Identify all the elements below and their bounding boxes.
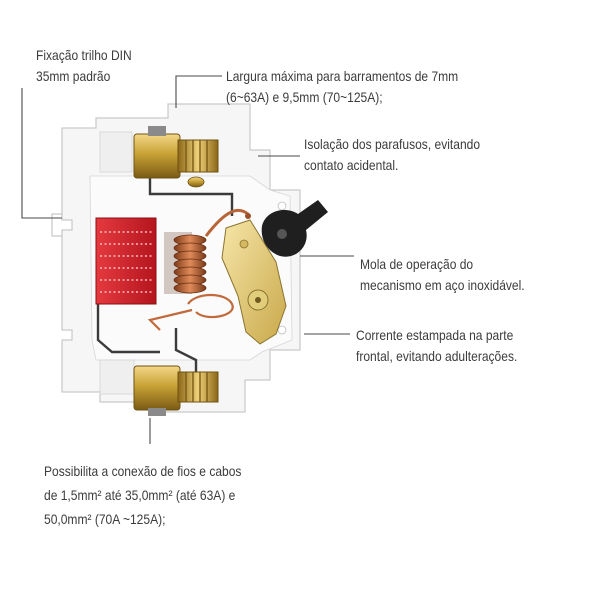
callout-wire-connection-line2: de 1,5mm² até 35,0mm² (até 63A) e bbox=[44, 483, 241, 507]
callout-busbar-width-line1: Largura máxima para barramentos de 7mm bbox=[226, 66, 458, 87]
leader-din-rail bbox=[22, 88, 62, 218]
callout-spring: Mola de operação do mecanismo em aço ino… bbox=[360, 254, 525, 296]
callout-din-rail: Fixação trilho DIN 35mm padrão bbox=[36, 45, 132, 87]
arc-chute bbox=[96, 218, 156, 304]
callout-stamped-current-line1: Corrente estampada na parte bbox=[356, 325, 517, 346]
callout-busbar-width: Largura máxima para barramentos de 7mm (… bbox=[226, 66, 458, 108]
callout-screw-insulation-line1: Isolação dos parafusos, evitando bbox=[304, 134, 480, 155]
callout-wire-connection-line3: 50,0mm² (70A ~125A); bbox=[44, 507, 241, 531]
callout-stamped-current: Corrente estampada na parte frontal, evi… bbox=[356, 325, 517, 367]
callout-screw-insulation-line2: contato acidental. bbox=[304, 155, 480, 176]
callout-wire-connection: Possibilita a conexão de fios e cabos de… bbox=[44, 459, 241, 531]
callout-busbar-width-line2: (6~63A) e 9,5mm (70~125A); bbox=[226, 87, 458, 108]
leader-busbar bbox=[176, 76, 222, 108]
callout-din-rail-line1: Fixação trilho DIN bbox=[36, 45, 132, 66]
callout-wire-connection-line1: Possibilita a conexão de fios e cabos bbox=[44, 459, 241, 483]
callout-din-rail-line2: 35mm padrão bbox=[36, 66, 132, 87]
callout-spring-line1: Mola de operação do bbox=[360, 254, 525, 275]
callout-screw-insulation: Isolação dos parafusos, evitando contato… bbox=[304, 134, 480, 176]
callout-spring-line2: mecanismo em aço inoxidável. bbox=[360, 275, 525, 296]
callout-stamped-current-line2: frontal, evitando adulterações. bbox=[356, 346, 517, 367]
